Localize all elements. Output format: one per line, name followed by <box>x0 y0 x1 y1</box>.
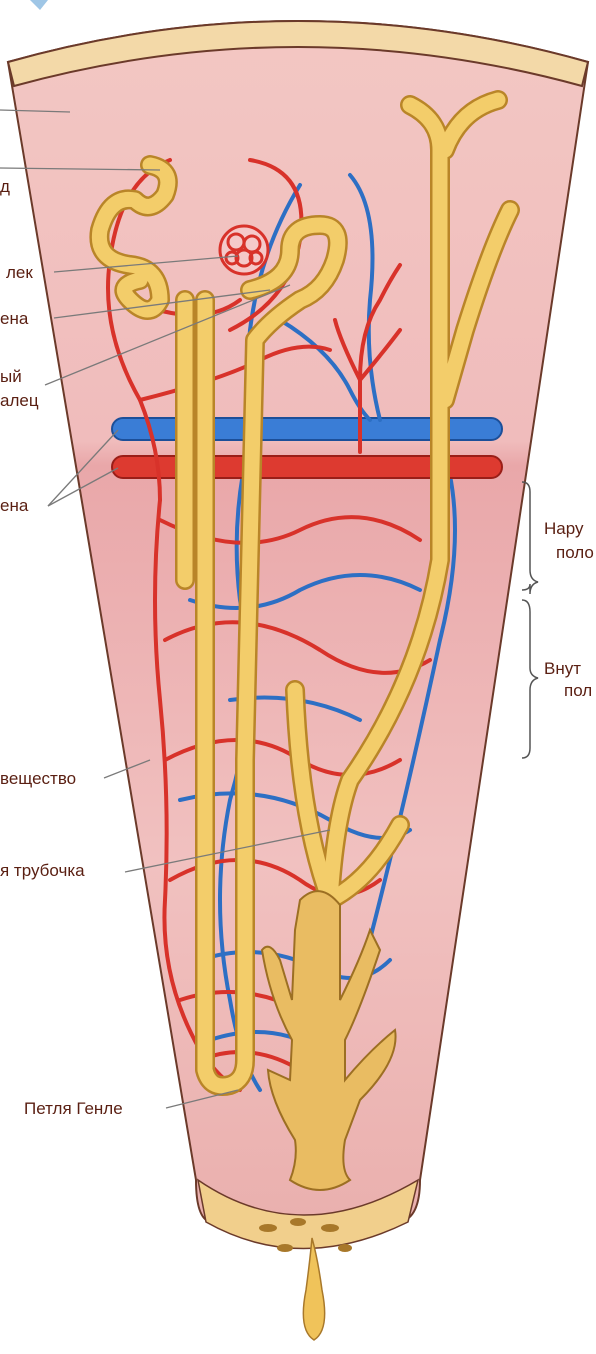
label-right-1b: поло <box>556 544 594 561</box>
label-right-2b: пол <box>564 682 592 699</box>
label-left-1: д <box>0 178 10 195</box>
label-loop-of-henle: Петля Генле <box>24 1100 123 1117</box>
label-left-7: я трубочка <box>0 862 85 879</box>
label-left-5: ена <box>0 497 28 514</box>
glomerulus <box>220 226 268 274</box>
label-right-1a: Нару <box>544 520 584 537</box>
label-left-2: лек <box>6 264 33 281</box>
label-right-2a: Внут <box>544 660 581 677</box>
label-left-6: вещество <box>0 770 76 787</box>
urine-drop <box>303 1238 324 1340</box>
corner-fragment <box>30 0 48 10</box>
zone-brackets <box>522 482 538 758</box>
label-left-4a: ый <box>0 368 22 385</box>
label-left-3: ена <box>0 310 28 327</box>
label-left-4b: алец <box>0 392 39 409</box>
